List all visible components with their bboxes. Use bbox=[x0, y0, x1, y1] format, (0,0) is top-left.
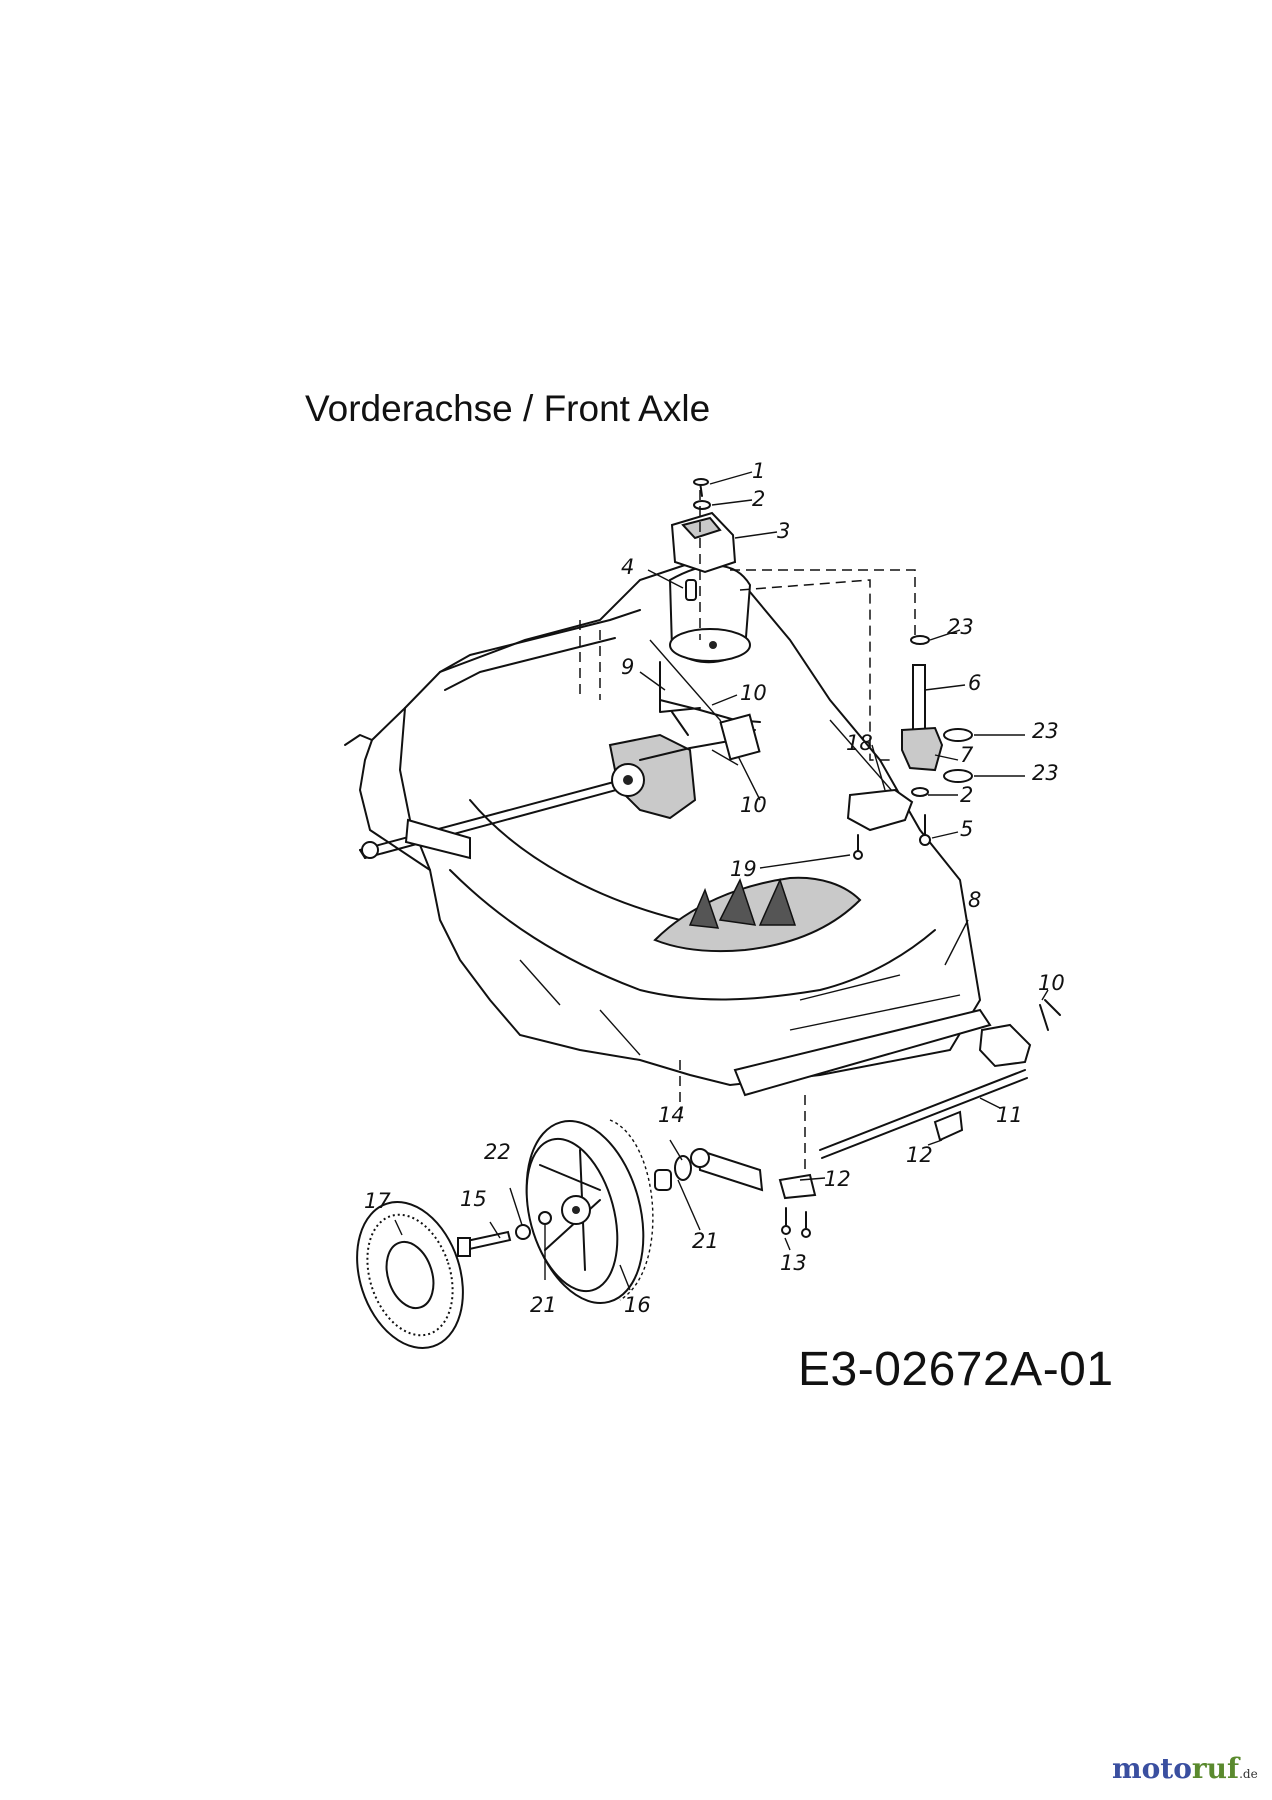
brand-name-a: moto bbox=[1112, 1752, 1192, 1785]
callout-14: 14 bbox=[658, 1103, 685, 1127]
rear-axle-rod bbox=[359, 609, 643, 860]
callout-10: 10 bbox=[1038, 971, 1065, 995]
callout-7: 7 bbox=[960, 743, 974, 767]
callout-15: 15 bbox=[460, 1187, 487, 1211]
callout-3: 3 bbox=[777, 519, 790, 543]
callout-22: 22 bbox=[484, 1140, 511, 1164]
callout-1: 1 bbox=[752, 459, 765, 483]
callout-17: 17 bbox=[364, 1189, 391, 1213]
steering-assembly bbox=[846, 635, 973, 860]
callout-8: 8 bbox=[968, 888, 981, 912]
callout-16: 16 bbox=[624, 1293, 651, 1317]
callout-9: 9 bbox=[621, 655, 634, 679]
callout-2: 2 bbox=[752, 487, 765, 511]
callout-23: 23 bbox=[1032, 719, 1059, 743]
callout-4: 4 bbox=[621, 555, 634, 579]
callout-10: 10 bbox=[740, 681, 767, 705]
height-adjuster bbox=[608, 564, 761, 820]
callout-18: 18 bbox=[846, 731, 873, 755]
callout-21: 21 bbox=[692, 1229, 719, 1253]
front-axle bbox=[690, 999, 1061, 1238]
front-wheel bbox=[356, 1119, 692, 1349]
part-number: E3-02672A-01 bbox=[798, 1343, 1114, 1396]
brand-logo[interactable]: motoruf.de bbox=[1112, 1752, 1258, 1785]
callout-2: 2 bbox=[960, 783, 973, 807]
callout-labels: 1 2 3 4 23 9 10 6 23 18 7 23 10 2 5 19 8… bbox=[364, 459, 1065, 1317]
callout-23: 23 bbox=[947, 615, 974, 639]
callout-13: 13 bbox=[780, 1251, 807, 1275]
mower-deck bbox=[344, 558, 992, 1097]
page-title: Vorderachse / Front Axle bbox=[305, 388, 711, 429]
callout-19: 19 bbox=[730, 857, 757, 881]
brand-domain: .de bbox=[1239, 1767, 1258, 1781]
callout-5: 5 bbox=[960, 817, 973, 841]
callout-6: 6 bbox=[968, 671, 981, 695]
callout-10: 10 bbox=[740, 793, 767, 817]
brand-name-b: ruf bbox=[1191, 1752, 1240, 1785]
callout-21: 21 bbox=[530, 1293, 557, 1317]
top-knob bbox=[670, 478, 737, 601]
assembly-lines bbox=[579, 490, 916, 1185]
callout-11: 11 bbox=[996, 1103, 1023, 1127]
leader-lines bbox=[394, 471, 1049, 1291]
callout-23: 23 bbox=[1032, 761, 1059, 785]
callout-12: 12 bbox=[824, 1167, 851, 1191]
callout-12: 12 bbox=[906, 1143, 933, 1167]
